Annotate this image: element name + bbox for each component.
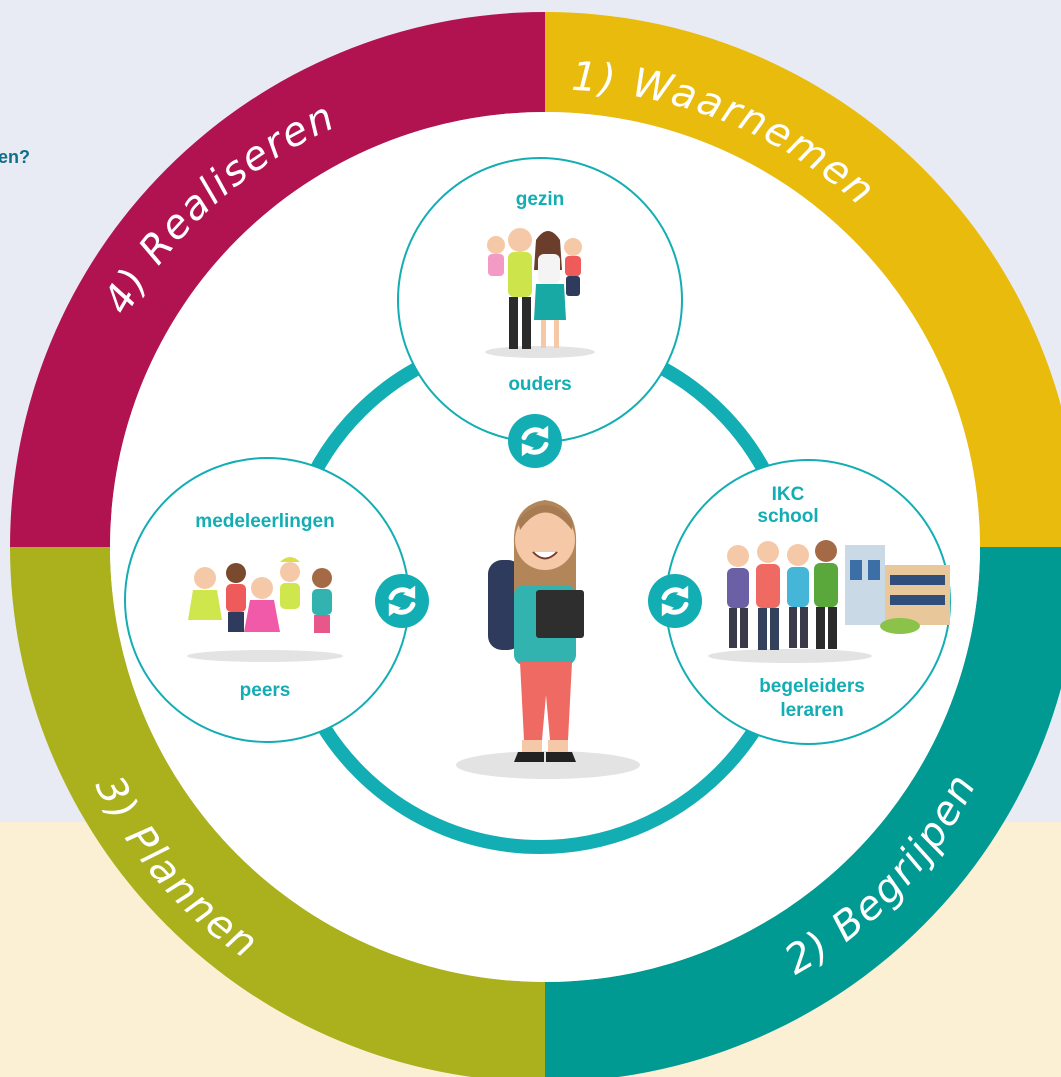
node-top-gezin: gezin ouders <box>397 157 683 443</box>
node-left-subtitle: peers <box>240 680 291 701</box>
node-right-subtitle-line2: leraren <box>780 700 843 721</box>
background-question-text: en? <box>0 147 31 167</box>
node-right-school: IKC school <box>665 459 951 745</box>
node-left-peers: medeleerlingen peers <box>124 457 410 743</box>
staff-figures <box>727 540 838 650</box>
phase-ring <box>10 12 1061 1077</box>
cycle-badge-right <box>648 574 702 628</box>
phase-segment-plannen <box>10 547 545 1077</box>
node-top-title: gezin <box>516 189 565 210</box>
cycle-badge-top <box>508 414 562 468</box>
student-illustration <box>456 500 640 779</box>
phase-segment-begrijpen <box>545 547 1061 1077</box>
node-right-title-line2: school <box>757 506 818 527</box>
node-right-title-line1: IKC <box>772 484 805 505</box>
node-top-subtitle: ouders <box>508 374 571 395</box>
school-staff-illustration <box>708 540 950 663</box>
peers-illustration <box>187 557 343 662</box>
phase-segment-realiseren <box>10 12 545 547</box>
cycle-badge-left <box>375 574 429 628</box>
family-illustration <box>485 228 595 358</box>
phase-segment-waarnemen <box>545 12 1061 547</box>
node-right-subtitle-line1: begeleiders <box>759 676 865 697</box>
node-left-title: medeleerlingen <box>195 511 334 532</box>
